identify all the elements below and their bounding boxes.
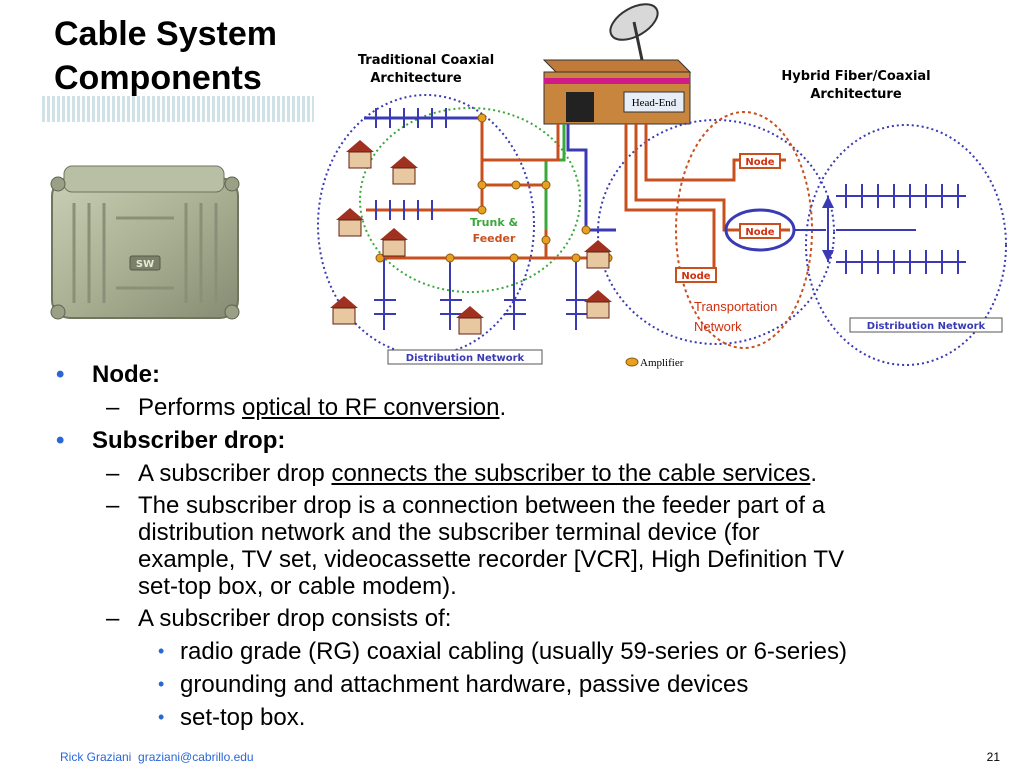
traditional-title-1: Traditional Coaxial	[358, 53, 494, 68]
subscriber-house-icons	[330, 140, 612, 335]
title-decor-bar	[42, 96, 314, 122]
sub-bullet-node: –Performs optical to RF conversion.	[106, 394, 507, 421]
list-item-3: •set-top box.	[158, 704, 306, 731]
network-diagram: Traditional Coaxial Architecture Hybrid …	[317, 3, 1007, 369]
sub-bullet-drop-1: –A subscriber drop connects the subscrib…	[106, 460, 818, 487]
cable-services-link[interactable]: connects the subscriber to the cable ser…	[331, 460, 811, 487]
node-label-2: Node	[745, 227, 774, 238]
trunk-label: Trunk &	[470, 216, 519, 229]
device-badge: SW	[136, 259, 154, 270]
transport-label-1: Transportation	[694, 299, 777, 314]
amplifier-enclosure-image: SW	[50, 165, 240, 320]
optical-rf-link[interactable]: optical to RF conversion	[242, 394, 500, 421]
hybrid-title-2: Architecture	[810, 87, 902, 102]
transport-label-2: Network	[694, 319, 742, 334]
node-label-3: Node	[681, 271, 710, 282]
bullet-node: •Node:	[56, 361, 160, 388]
title-line-2: Components	[54, 59, 262, 97]
sub-bullet-drop-3: –A subscriber drop consists of:	[106, 605, 452, 632]
node-label-1: Node	[745, 157, 774, 168]
footer-email: graziani@cabrillo.edu	[138, 750, 254, 764]
page-number: 21	[986, 750, 1000, 764]
sub-bullet-drop-2: – The subscriber drop is a connection be…	[106, 492, 845, 600]
head-end-building: Head-End	[542, 59, 692, 125]
amplifier-legend: Amplifier	[640, 357, 684, 369]
title-line-1: Cable System	[54, 15, 277, 53]
list-item-2: •grounding and attachment hardware, pass…	[158, 671, 749, 698]
hybrid-title-1: Hybrid Fiber/Coaxial	[781, 69, 930, 84]
traditional-title-2: Architecture	[370, 71, 462, 86]
slide-bullets: •Node: –Performs optical to RF conversio…	[56, 360, 1006, 732]
bullet-subscriber-drop: •Subscriber drop:	[56, 427, 286, 454]
head-end-label: Head-End	[632, 97, 677, 109]
feeder-label: Feeder	[473, 232, 516, 245]
slide-title: Cable System Components	[54, 12, 277, 100]
list-item-1: •radio grade (RG) coaxial cabling (usual…	[158, 638, 847, 665]
dist-net-label-hfc: Distribution Network	[867, 321, 986, 332]
footer-author: Rick Graziani graziani@cabrillo.edu	[60, 750, 254, 764]
dist-net-label-coax: Distribution Network	[406, 353, 525, 364]
